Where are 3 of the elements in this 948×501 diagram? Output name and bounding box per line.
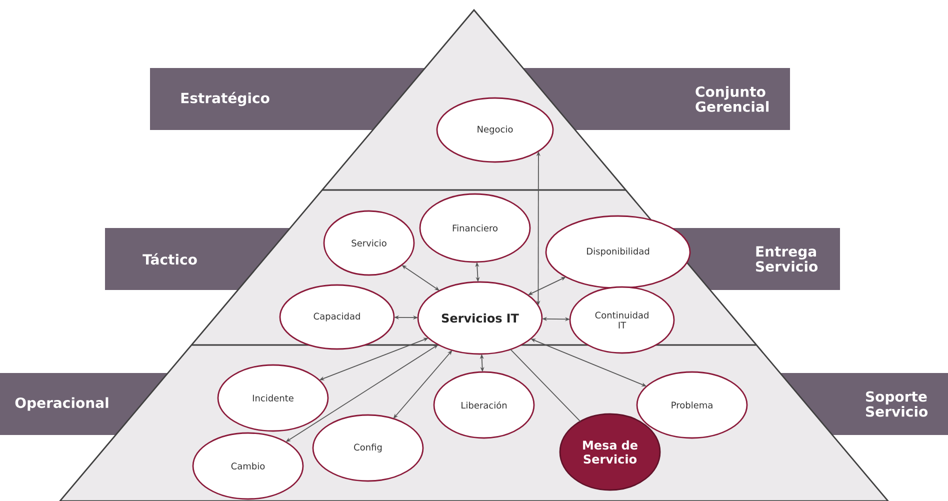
band: Operacional: [0, 373, 168, 435]
band: Soporte Servicio: [780, 373, 948, 435]
band: Táctico: [105, 228, 290, 290]
